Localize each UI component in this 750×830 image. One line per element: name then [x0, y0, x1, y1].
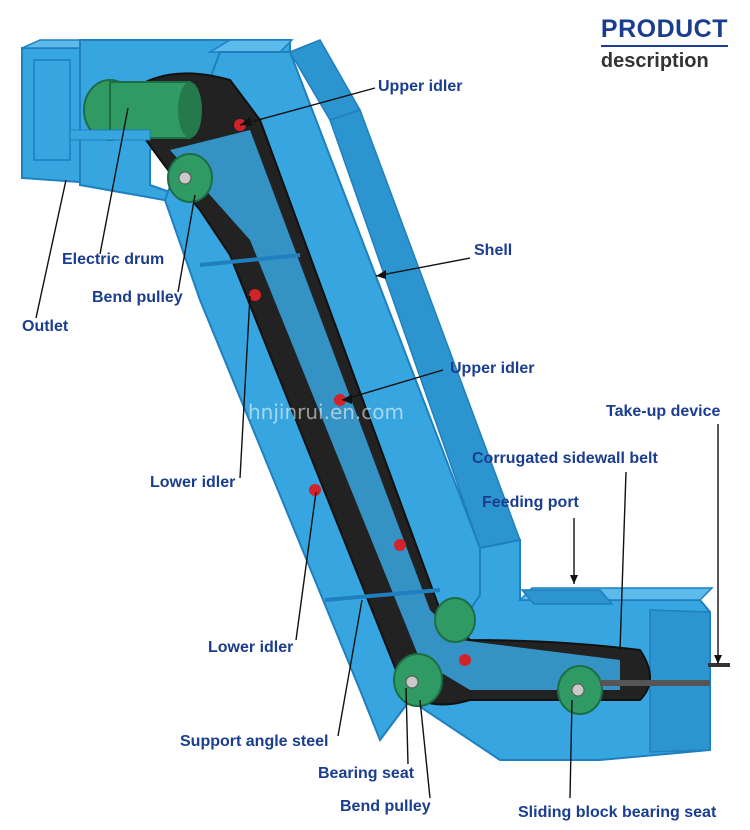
header-title: PRODUCT [600, 15, 728, 43]
header-subtitle: description [600, 50, 709, 72]
bend-pulley-top [167, 153, 213, 203]
leader-lines [35, 87, 719, 799]
label-upper-idler-mid: Upper idler [450, 360, 535, 377]
label-upper-idler-top: Upper idler [378, 78, 463, 95]
watermark: hnjinrui.en.com [248, 400, 405, 424]
header-rule [600, 45, 728, 47]
tail-drum [557, 663, 730, 715]
label-shell: Shell [474, 242, 513, 259]
label-take-up-device: Take-up device [606, 403, 721, 420]
label-feeding-port: Feeding port [482, 494, 579, 511]
label-electric-drum: Electric drum [62, 251, 165, 268]
idlers [234, 119, 471, 666]
label-corrugated-sidewall-belt: Corrugated sidewall belt [472, 450, 658, 467]
leader-arrowheads [240, 117, 722, 664]
label-lower-idler-1: Lower idler [150, 474, 236, 491]
support-angle-steel [199, 253, 441, 602]
label-bend-pulley-bottom: Bend pulley [340, 798, 431, 815]
label-lower-idler-2: Lower idler [208, 639, 294, 656]
label-outlet: Outlet [22, 318, 69, 335]
label-bearing-seat: Bearing seat [318, 765, 415, 782]
electric-drum [69, 79, 202, 141]
label-support-angle-steel: Support angle steel [180, 733, 329, 750]
header-badge: PRODUCT description [600, 14, 728, 73]
label-bend-pulley-top: Bend pulley [92, 289, 183, 306]
label-sliding-block-bearing-seat: Sliding block bearing seat [518, 804, 717, 821]
